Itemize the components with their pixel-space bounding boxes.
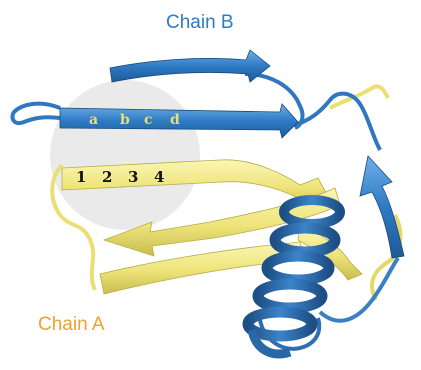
residue-label-b-a: a bbox=[89, 112, 98, 128]
chain-b-strand-right bbox=[360, 156, 404, 258]
residue-label-a-1: 1 bbox=[76, 168, 86, 186]
interface-highlight-circle bbox=[50, 80, 200, 230]
residue-label-b-d: d bbox=[170, 112, 180, 128]
chain-b-loop bbox=[12, 104, 60, 123]
chain-b-strand-top bbox=[110, 50, 270, 82]
chain-a-label: Chain A bbox=[38, 314, 105, 336]
residue-label-a-3: 3 bbox=[128, 168, 138, 186]
residue-label-b-c: c bbox=[144, 112, 153, 128]
residue-label-a-4: 4 bbox=[154, 168, 164, 186]
residue-label-b-b: b bbox=[120, 112, 130, 128]
chain-b-loop bbox=[290, 94, 380, 150]
chain-b-label: Chain B bbox=[166, 12, 234, 34]
residue-label-a-2: 2 bbox=[102, 168, 112, 186]
